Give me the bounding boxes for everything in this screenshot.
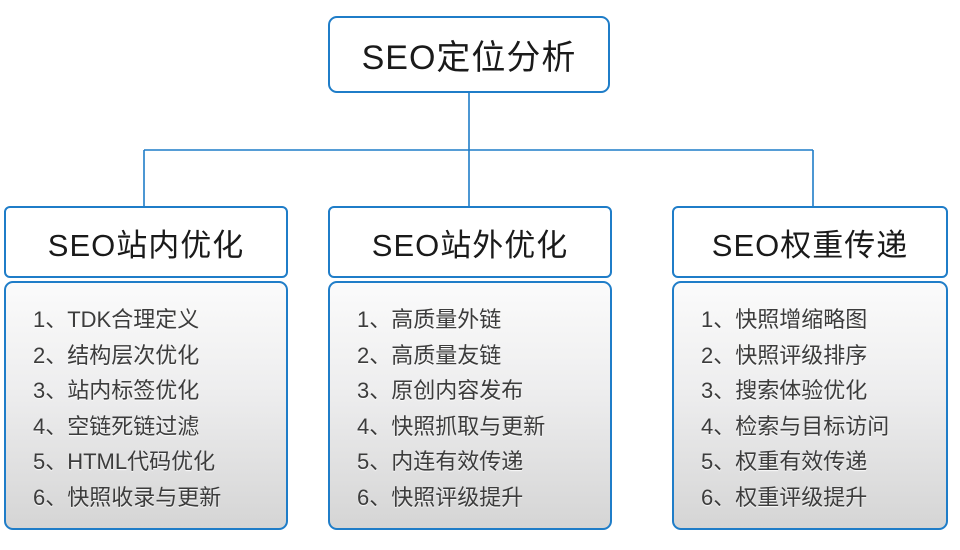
list-item: 2、结构层次优化 xyxy=(33,342,200,368)
list-item: 5、HTML代码优化 xyxy=(33,449,216,474)
column-title: SEO站外优化 xyxy=(371,227,569,263)
list-item: 2、高质量友链 xyxy=(357,342,502,368)
list-item: 2、快照评级排序 xyxy=(701,342,868,368)
column-node-offsite: SEO站外优化 xyxy=(328,206,612,278)
item-list-weight: 1、快照增缩略图 2、快照评级排序 3、搜索体验优化 4、检索与目标访问 5、权… xyxy=(672,281,948,530)
item-list-offsite: 1、高质量外链 2、高质量友链 3、原创内容发布 4、快照抓取与更新 5、内连有… xyxy=(328,281,612,530)
root-node: SEO定位分析 xyxy=(328,16,610,93)
column-node-weight: SEO权重传递 xyxy=(672,206,948,278)
list-item: 1、高质量外链 xyxy=(357,307,502,332)
list-item: 4、检索与目标访问 xyxy=(701,413,890,439)
list-item: 1、快照增缩略图 xyxy=(701,307,868,332)
root-node-label: SEO定位分析 xyxy=(361,39,577,77)
list-item: 1、TDK合理定义 xyxy=(33,307,200,332)
list-item: 4、空链死链过滤 xyxy=(33,413,200,439)
list-item: 6、快照评级提升 xyxy=(357,484,524,510)
item-list-onsite: 1、TDK合理定义 2、结构层次优化 3、站内标签优化 4、空链死链过滤 5、H… xyxy=(4,281,288,530)
list-item: 3、搜索体验优化 xyxy=(701,378,868,403)
list-item: 3、站内标签优化 xyxy=(33,378,200,403)
column-title: SEO站内优化 xyxy=(47,227,245,263)
column-node-onsite: SEO站内优化 xyxy=(4,206,288,278)
list-item: 3、原创内容发布 xyxy=(357,378,524,403)
list-item: 5、内连有效传递 xyxy=(357,449,524,474)
list-item: 4、快照抓取与更新 xyxy=(357,413,546,439)
list-item: 5、权重有效传递 xyxy=(701,449,868,474)
list-item: 6、快照收录与更新 xyxy=(33,484,222,510)
list-item: 6、权重评级提升 xyxy=(701,484,868,510)
column-title: SEO权重传递 xyxy=(711,227,909,263)
